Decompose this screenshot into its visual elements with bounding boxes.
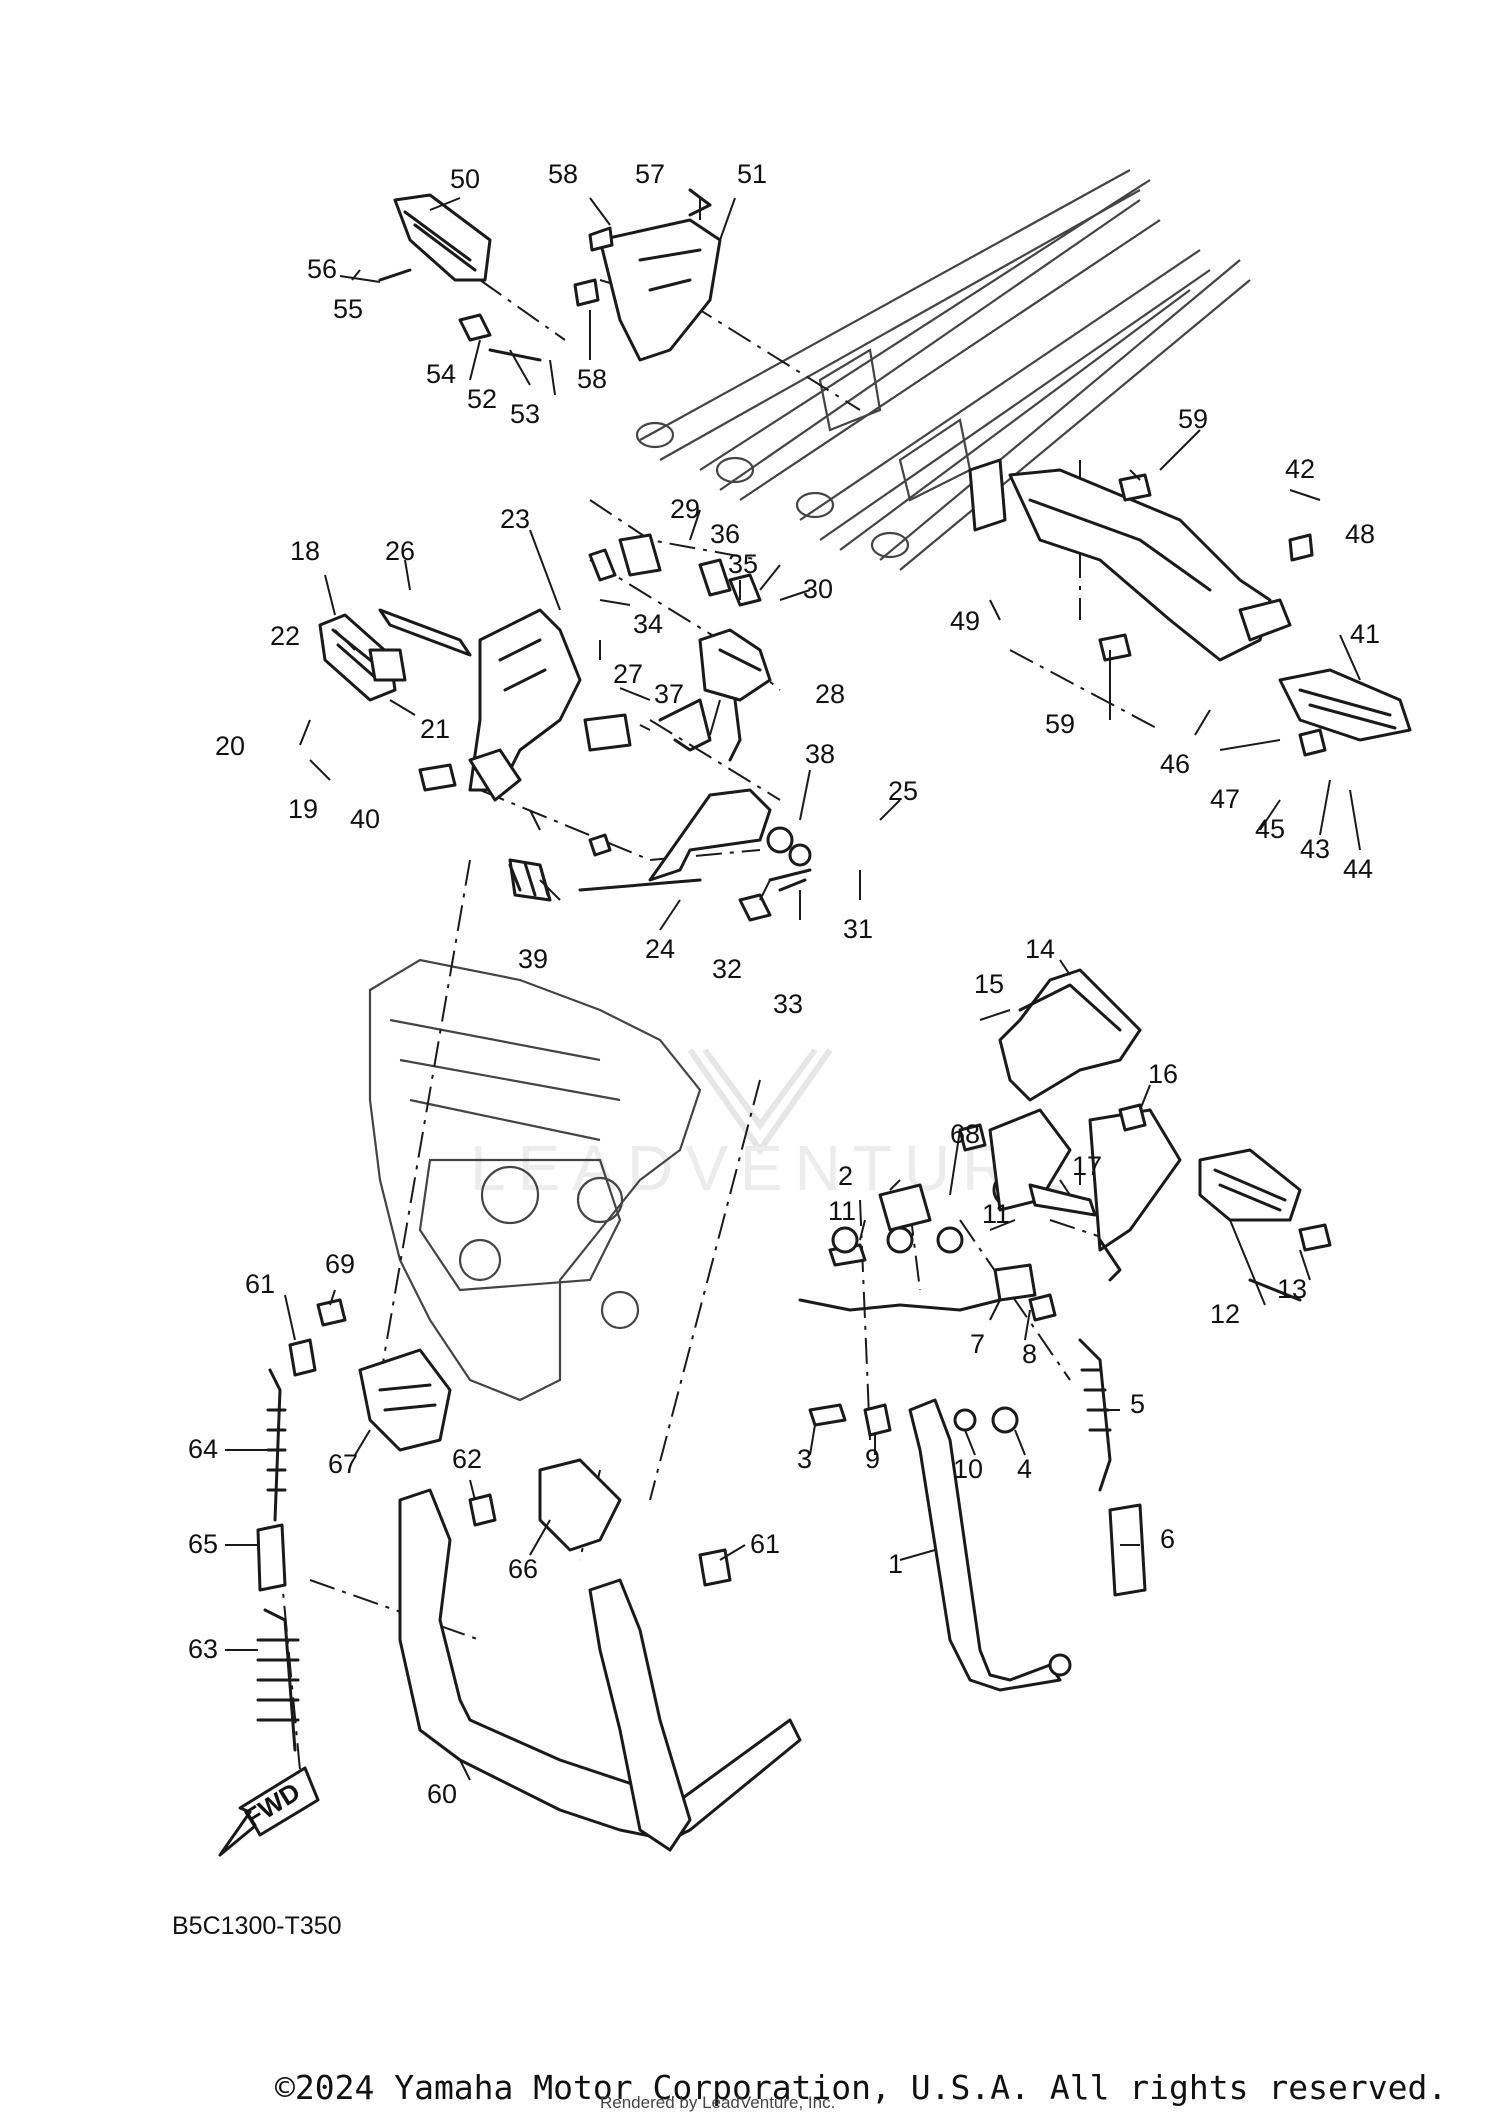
callout-45: 45 [1255,814,1285,844]
callout-29: 29 [670,494,700,524]
callout-33: 33 [773,989,803,1019]
callout-12: 12 [1210,1299,1240,1329]
callout-8: 8 [1022,1339,1037,1369]
callout-63: 63 [188,1634,218,1664]
callout-60: 60 [427,1779,457,1809]
callout-58a: 58 [548,159,578,189]
rear-footrest-right [968,458,1412,757]
callout-62: 62 [452,1444,482,1474]
callout-39: 39 [518,944,548,974]
center-stand-assembly [256,1298,802,1852]
callout-44: 44 [1343,854,1373,884]
callout-42: 42 [1285,454,1315,484]
callout-50: 50 [450,164,480,194]
callout-13: 13 [1277,1274,1307,1304]
callout-64: 64 [188,1434,218,1464]
callout-26: 26 [385,536,415,566]
brake-pedal-assembly [318,533,812,922]
callout-31: 31 [843,914,873,944]
callout-35: 35 [728,549,758,579]
callout-4: 4 [1017,1454,1032,1484]
rear-frame-outline [635,169,1251,571]
callout-47: 47 [1210,784,1240,814]
callout-40: 40 [350,804,380,834]
callout-20: 20 [215,731,245,761]
callout-23: 23 [500,504,530,534]
callout-19: 19 [288,794,318,824]
callout-54: 54 [426,359,456,389]
callout-17: 17 [1072,1151,1102,1181]
callout-68: 68 [950,1119,980,1149]
callout-11b: 11 [982,1199,1010,1229]
callout-46: 46 [1160,749,1190,779]
watermark-logo: LEADVENTURE [470,1048,1063,1204]
callout-36: 36 [710,519,740,549]
forward-direction-arrow: FWD [218,1766,320,1857]
callout-69: 69 [325,1249,355,1279]
callout-37: 37 [654,679,684,709]
main-frame-outline [368,958,702,1402]
callout-6: 6 [1160,1524,1175,1554]
callout-66: 66 [508,1554,538,1584]
callout-14: 14 [1025,934,1055,964]
callout-55: 55 [333,294,363,324]
rear-footrest-left [378,188,722,362]
callout-11a: 11 [828,1196,856,1226]
callout-30: 30 [803,574,833,604]
callout-43: 43 [1300,834,1330,864]
drawing-code: B5C1300-T350 [172,1912,342,1940]
callout-27: 27 [613,659,643,689]
callout-16: 16 [1148,1059,1178,1089]
rendered-by-credit: Rendered by LeadVenture, Inc. [600,2093,836,2112]
callout-24: 24 [645,934,675,964]
callout-49: 49 [950,606,980,636]
side-stand-assembly [798,1183,1147,1692]
copyright-notice: ©2024 Yamaha Motor Corporation, U.S.A. A… [275,2068,1448,2107]
callout-9: 9 [865,1444,880,1474]
front-footrest-assembly [958,968,1332,1302]
callout-59a: 59 [1178,404,1208,434]
callout-5: 5 [1130,1389,1145,1419]
callout-28: 28 [815,679,845,709]
callout-41: 41 [1350,619,1380,649]
callout-7: 7 [970,1329,985,1359]
callout-53: 53 [510,399,540,429]
callout-22: 22 [270,621,300,651]
callout-59b: 59 [1045,709,1075,739]
callout-61b: 61 [750,1529,780,1559]
callout-65: 65 [188,1529,218,1559]
callout-58b: 58 [577,364,607,394]
callout-leaders [225,197,1361,1781]
callout-52: 52 [467,384,497,414]
callout-2: 2 [838,1161,853,1191]
callout-38: 38 [805,739,835,769]
callout-56: 56 [307,254,337,284]
callout-32: 32 [712,954,742,984]
callout-48: 48 [1345,519,1375,549]
callout-67: 67 [328,1449,358,1479]
callout-57: 57 [635,159,665,189]
callout-34: 34 [633,609,663,639]
callout-1: 1 [888,1549,903,1579]
callout-25: 25 [888,776,918,806]
callout-51: 51 [737,159,767,189]
callout-10: 10 [953,1454,983,1484]
callout-labels: 1 2 3 4 5 6 7 8 9 10 11 11 12 13 14 15 1… [188,159,1380,1809]
callout-61a: 61 [245,1269,275,1299]
callout-3: 3 [797,1444,812,1474]
callout-18: 18 [290,536,320,566]
callout-15: 15 [974,969,1004,999]
callout-21: 21 [420,714,450,744]
